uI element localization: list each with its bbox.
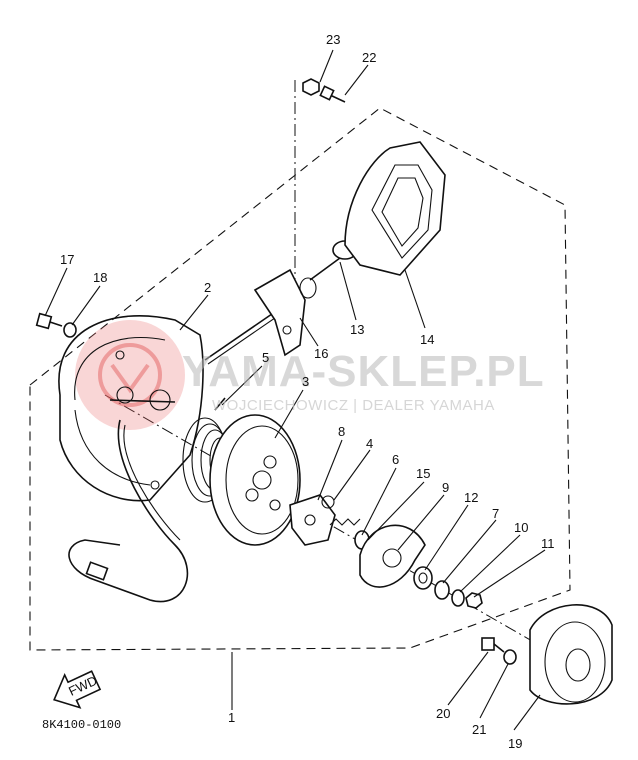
callout-19: 19 (508, 736, 522, 751)
pawl-spring (321, 495, 361, 526)
callout-7: 7 (492, 506, 499, 521)
bolt-20 (481, 637, 505, 653)
washer-10 (451, 589, 465, 607)
watermark-title: YAMA-SKLEP.PL (182, 347, 545, 396)
watermark-subtitle: WOJCIECHOWICZ | DEALER YAMAHA (212, 397, 495, 414)
nut-11 (465, 592, 483, 609)
callout-5: 5 (262, 350, 269, 365)
nut-23 (302, 78, 320, 96)
callout-16: 16 (314, 346, 328, 361)
callout-22: 22 (362, 50, 376, 65)
callout-9: 9 (442, 480, 449, 495)
callout-20: 20 (436, 706, 450, 721)
callout-12: 12 (464, 490, 478, 505)
starter-cup (529, 604, 613, 705)
rope-guide-bracket (253, 268, 317, 357)
callout-13: 13 (350, 322, 364, 337)
fwd-arrow: FWD (53, 670, 102, 709)
washer-12 (413, 566, 433, 590)
callout-4: 4 (366, 436, 373, 451)
callout-2: 2 (204, 280, 211, 295)
starter-handle (344, 141, 446, 276)
washer-21 (503, 649, 517, 665)
callout-labels: 23 22 17 18 2 5 3 8 4 6 15 9 12 7 10 11 … (60, 32, 555, 751)
assembly-boundary (29, 107, 571, 651)
callout-3: 3 (302, 374, 309, 389)
callout-8: 8 (338, 424, 345, 439)
callout-1: 1 (228, 710, 235, 725)
callout-11: 11 (541, 536, 555, 551)
bolt-17 (35, 312, 63, 330)
callout-10: 10 (514, 520, 528, 535)
rope-pulley (209, 414, 301, 546)
callout-21: 21 (472, 722, 486, 737)
callout-6: 6 (392, 452, 399, 467)
callout-17: 17 (60, 252, 74, 267)
washer-18 (63, 322, 77, 338)
leader-lines (44, 49, 546, 731)
bolt-22 (319, 85, 346, 103)
callout-15: 15 (416, 466, 430, 481)
watermark-logo (75, 320, 185, 430)
drive-pawl (289, 494, 336, 546)
callout-18: 18 (93, 270, 107, 285)
watermark: YAMA-SKLEP.PL WOJCIECHOWICZ | DEALER YAM… (182, 347, 545, 414)
callout-23: 23 (326, 32, 340, 47)
callout-14: 14 (420, 332, 434, 347)
washer-7 (434, 580, 450, 600)
center-axis-line (104, 80, 566, 661)
starter-case (58, 315, 204, 603)
part-code: 8K4100-0100 (42, 718, 121, 732)
